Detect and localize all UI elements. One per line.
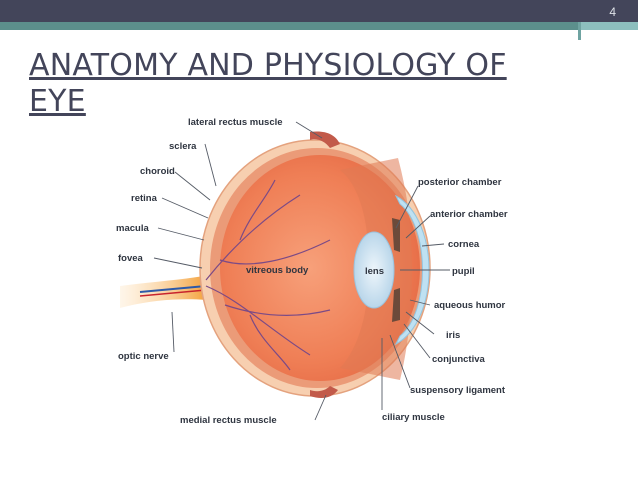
top-bar-accent-right	[580, 22, 638, 30]
slide-number: 4	[609, 5, 616, 19]
slide-title: ANATOMY AND PHYSIOLOGY OF EYE	[29, 48, 569, 120]
medial-rectus-muscle-shape	[310, 386, 338, 398]
label-macula: macula	[116, 223, 149, 234]
optic-nerve-shape	[120, 276, 206, 308]
top-bar	[0, 0, 638, 22]
label-lateral-rectus-muscle: lateral rectus muscle	[188, 117, 283, 128]
iris-bottom-shape	[392, 288, 400, 322]
label-retina: retina	[131, 193, 158, 204]
label-anterior-chamber: anterior chamber	[430, 209, 508, 220]
label-conjunctiva: conjunctiva	[432, 354, 486, 365]
top-bar-accent	[0, 22, 638, 30]
label-aqueous-humor: aqueous humor	[434, 300, 506, 311]
top-bar-tick	[578, 22, 581, 40]
label-pupil: pupil	[452, 266, 475, 277]
label-optic-nerve: optic nerve	[118, 351, 169, 362]
label-fovea: fovea	[118, 253, 144, 264]
slide-title-line-2: EYE	[29, 84, 86, 119]
label-iris: iris	[446, 330, 460, 341]
label-lens: lens	[365, 266, 384, 277]
label-medial-rectus-muscle: medial rectus muscle	[180, 415, 277, 426]
slide-title-line-1: ANATOMY AND PHYSIOLOGY OF	[29, 48, 507, 83]
cornea-shape	[394, 194, 430, 346]
label-suspensory-ligament: suspensory ligament	[410, 385, 506, 396]
label-sclera: sclera	[169, 141, 197, 152]
label-ciliary-muscle: ciliary muscle	[382, 412, 445, 423]
label-posterior-chamber: posterior chamber	[418, 177, 502, 188]
leader-lines	[153, 121, 450, 421]
label-vitreous-body: vitreous body	[246, 265, 309, 276]
optic-artery	[139, 289, 207, 297]
label-choroid: choroid	[140, 166, 175, 177]
iris-top-shape	[392, 218, 400, 252]
label-cornea: cornea	[448, 239, 480, 250]
eye-anatomy-diagram: lateral rectus muscle sclera choroid ret…	[116, 117, 508, 426]
lens-shape	[353, 231, 395, 309]
retinal-vessels	[205, 179, 331, 371]
optic-vein	[139, 285, 207, 293]
